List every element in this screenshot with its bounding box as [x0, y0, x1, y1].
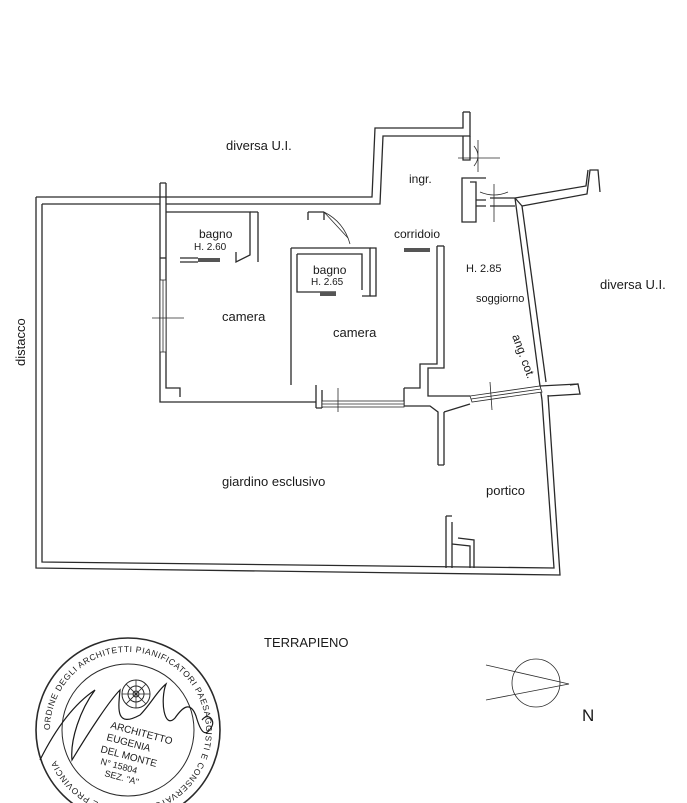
room-labels: diversa U.I. diversa U.I. distacco ingr.… [13, 138, 666, 650]
windows [152, 248, 543, 412]
north-arrow: N [485, 658, 594, 725]
label-soggiorno: soggiorno [476, 293, 524, 305]
label-soggiorno-height: H. 2.85 [466, 263, 501, 275]
label-camera-1: camera [222, 309, 266, 324]
signature-icon [39, 682, 214, 762]
label-terrapieno: TERRAPIENO [264, 635, 349, 650]
label-diversa-top: diversa U.I. [226, 138, 292, 153]
label-diversa-right: diversa U.I. [600, 277, 666, 292]
label-bagno-2: bagno [313, 263, 347, 277]
label-portico: portico [486, 483, 525, 498]
north-label: N [582, 706, 594, 725]
label-ingr: ingr. [409, 172, 432, 186]
label-bagno-2-height: H. 2.65 [311, 277, 344, 288]
label-corridoio: corridoio [394, 227, 440, 241]
stamp-rosette-icon [121, 679, 151, 709]
label-giardino: giardino esclusivo [222, 474, 325, 489]
label-camera-2: camera [333, 325, 377, 340]
label-distacco: distacco [13, 318, 28, 366]
label-bagno-1: bagno [199, 227, 233, 241]
doors [323, 140, 509, 245]
label-bagno-1-height: H. 2.60 [194, 242, 227, 253]
architect-stamp: ORDINE DEGLI ARCHITETTI PIANIFICATORI PA… [35, 637, 221, 803]
